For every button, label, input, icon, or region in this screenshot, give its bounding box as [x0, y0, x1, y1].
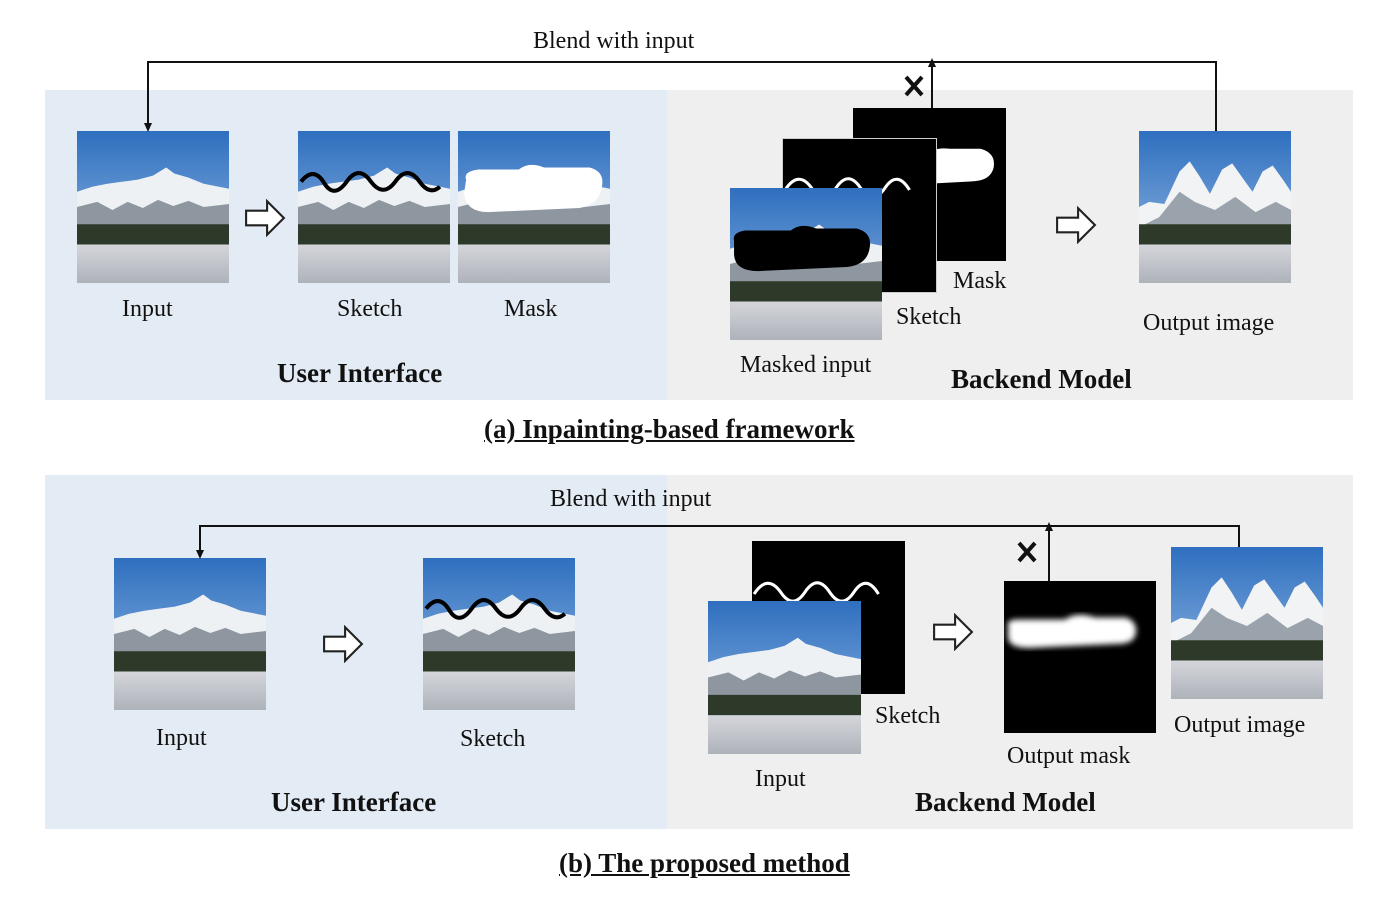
caption-a: (a) Inpainting-based framework	[484, 414, 855, 444]
right-arrow-icon	[932, 613, 974, 651]
sketch-label-b: Sketch	[460, 726, 526, 752]
blend-label-a: Blend with input	[533, 28, 695, 54]
input-label-b: Input	[156, 725, 207, 751]
backend-title-a: Backend Model	[951, 364, 1132, 394]
right-arrow-icon	[244, 199, 286, 237]
backend-input-label-b: Input	[755, 766, 806, 792]
blend-label-b: Blend with input	[550, 486, 712, 512]
output-image-a	[1139, 131, 1291, 283]
mask-label-a: Mask	[504, 296, 558, 322]
sketch-label-a: Sketch	[337, 296, 403, 322]
backend-mask-label-a: Mask	[953, 268, 1007, 294]
masked-input-image-a	[730, 188, 882, 340]
masked-input-label-a: Masked input	[740, 352, 872, 378]
input-image-b	[114, 558, 266, 710]
backend-input-image-b	[708, 601, 861, 754]
sketch-image-a	[298, 131, 450, 283]
output-label-b: Output image	[1174, 712, 1306, 738]
output-label-a: Output image	[1143, 310, 1275, 336]
input-label-a: Input	[122, 296, 173, 322]
output-mask-label-b: Output mask	[1007, 743, 1131, 769]
caption-b: (b) The proposed method	[559, 848, 850, 878]
backend-sketch-label-a: Sketch	[896, 304, 962, 330]
right-arrow-icon	[322, 625, 364, 663]
sketch-image-b	[423, 558, 575, 710]
output-image-b	[1171, 547, 1323, 699]
right-arrow-icon	[1055, 206, 1097, 244]
output-mask-image-b	[1004, 581, 1156, 733]
ui-title-a: User Interface	[277, 358, 443, 388]
input-image-a	[77, 131, 229, 283]
ui-title-b: User Interface	[271, 787, 437, 817]
backend-sketch-label-b: Sketch	[875, 703, 941, 729]
backend-title-b: Backend Model	[915, 787, 1096, 817]
mask-image-a	[458, 131, 610, 283]
